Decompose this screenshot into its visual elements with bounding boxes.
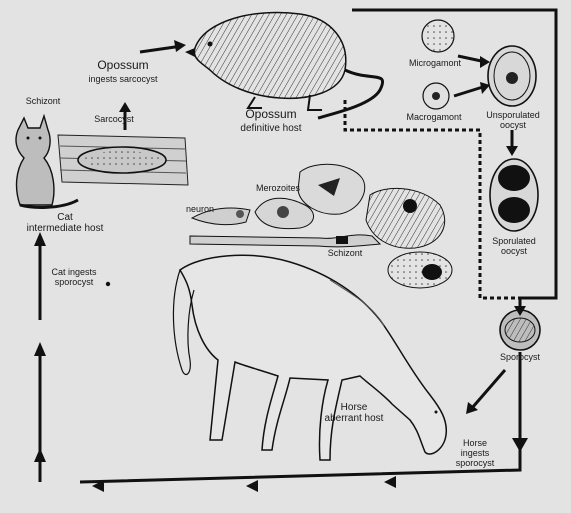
horse-ingests-line1: Horse (463, 438, 487, 448)
cat-role: intermediate host (27, 223, 104, 234)
horse-role: aberrant host (325, 413, 384, 424)
opossum-drawing (185, 12, 383, 118)
opossum-label: Opossum definitive host (226, 108, 316, 135)
unsporulated-line1: Unsporulated (486, 110, 540, 120)
schizont-horse-label: Schizont (318, 248, 372, 258)
cat-ingests-line2: sporocyst (55, 277, 94, 287)
macrogamont-label: Macrogamont (402, 112, 466, 122)
sporulated-line2: oocyst (501, 246, 527, 256)
microgamont-label: Microgamont (403, 58, 467, 68)
opossum-action-label: Opossum ingests sarcocyst (78, 59, 168, 86)
merozoites-label: Merozoites (246, 183, 310, 193)
sporocyst-label: Sporocyst (492, 352, 548, 362)
opossum-action-title: Opossum (97, 58, 148, 72)
muscle-tissue (58, 135, 188, 185)
cat-name: Cat (57, 212, 73, 223)
opossum-role: definitive host (240, 123, 301, 134)
sporocyst-dot (106, 282, 110, 286)
schizont-cat-label: Schizont (18, 96, 68, 106)
sporulated-line1: Sporulated (492, 236, 536, 246)
opossum-name: Opossum (245, 107, 296, 121)
neuron-label: neuron (186, 204, 226, 214)
unsporulated-line2: oocyst (500, 120, 526, 130)
horse-ingests-line3: sporocyst (456, 458, 495, 468)
cat-ingests-line1: Cat ingests (51, 267, 96, 277)
sarcocyst-label: Sarcocyst (84, 114, 144, 124)
horse-name: Horse (341, 402, 368, 413)
horse-ingests-line2: ingests (461, 448, 490, 458)
microgamont-shape (422, 20, 454, 52)
opossum-action-text: ingests sarcocyst (88, 74, 157, 84)
